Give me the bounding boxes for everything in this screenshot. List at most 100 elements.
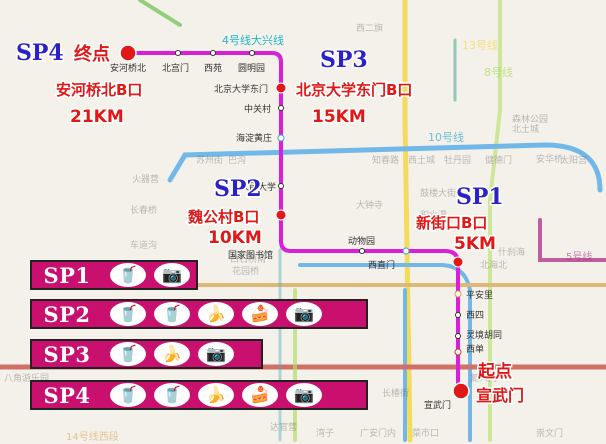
station-dot xyxy=(455,312,461,318)
bg-station: 火器营 xyxy=(132,173,159,185)
bg-station: 白石桥南 xyxy=(230,253,266,265)
cake-icon: 🍰 xyxy=(242,302,278,326)
cake-icon: 🍰 xyxy=(242,383,278,407)
start-point-label: 起点 xyxy=(477,361,512,382)
bg-station: 复兴门 xyxy=(470,372,497,384)
station-dongwuyuan: 动物园 xyxy=(348,235,375,247)
route-stations xyxy=(175,50,462,356)
sp2-station-label: 魏公村B口 xyxy=(187,208,259,226)
end-point-label: 终点 xyxy=(74,43,110,65)
bg-station: 湾子 xyxy=(316,427,334,439)
station-dot xyxy=(278,105,284,111)
bg-station: 达官营 xyxy=(270,421,297,433)
legend-label: SP4 xyxy=(43,382,91,408)
markers xyxy=(119,44,470,400)
station-beida: 北京大学东门 xyxy=(214,83,268,95)
end-point-marker xyxy=(119,44,137,62)
sp4-distance-label: 21KM xyxy=(70,107,124,127)
bg-station: 巴沟 xyxy=(228,154,246,166)
station-dot xyxy=(210,50,216,56)
bg-station: 什刹海 xyxy=(498,246,525,258)
station-xisi: 西四 xyxy=(466,310,484,321)
station-zhongguancun: 中关村 xyxy=(244,103,271,115)
station-dot xyxy=(278,183,284,189)
legend-row-sp1: SP1 🥤 📷 xyxy=(30,260,198,290)
camera-icon: 📷 xyxy=(198,342,234,366)
line-label: 8号线 xyxy=(484,65,513,79)
water-bottle-icon: 🥤 xyxy=(154,302,190,326)
line-label: 13号线 xyxy=(462,38,498,52)
station-dot xyxy=(175,50,181,56)
bg-station: 安华桥 xyxy=(536,153,563,165)
route-station-names: 4号线大兴线 安河桥北 北宫门 西苑 圆明园 北京大学东门 中关村 海淀黄庄 人… xyxy=(110,33,502,411)
station-dot xyxy=(454,290,462,298)
station-haidian: 海淀黄庄 xyxy=(236,132,272,144)
line-4-label: 4号线大兴线 xyxy=(222,33,284,47)
legend-row-sp4: SP4 🥤 🥤 🍌 🍰 📷 xyxy=(30,380,368,410)
bg-station: 北土城 xyxy=(512,123,539,135)
station-dot xyxy=(402,247,410,255)
banana-icon: 🍌 xyxy=(154,342,190,366)
sp4-station-label: 安河桥北B口 xyxy=(56,81,142,99)
legend-row-sp3: SP3 🥤 🍌 📷 xyxy=(30,339,263,369)
camera-icon: 📷 xyxy=(154,263,190,287)
bg-station: 太阳宫 xyxy=(560,154,587,166)
line-10 xyxy=(167,142,603,193)
bg-station: 牡丹园 xyxy=(444,154,471,166)
sp2-label: SP2 xyxy=(214,176,262,202)
station-dot xyxy=(454,348,462,356)
point-labels: SP4 终点 安河桥北B口 21KM SP3 北京大学东门B口 15KM SP2… xyxy=(15,39,526,407)
sp3-marker xyxy=(275,82,287,94)
station-guotu: 国家图书馆 xyxy=(228,249,273,261)
station-renmin: 人民大学 xyxy=(240,181,276,193)
sp4-label: SP4 xyxy=(16,40,64,66)
route xyxy=(126,51,460,394)
bg-station: 苏州街 xyxy=(196,154,223,166)
station-lingjing: 灵境胡同 xyxy=(466,329,502,341)
line-8 xyxy=(488,0,502,442)
sp2-marker xyxy=(275,209,287,221)
sp1-station-label: 新街口B口 xyxy=(416,214,487,232)
station-dot xyxy=(359,248,365,254)
camera-icon: 📷 xyxy=(286,383,322,407)
station-yuanmingyuan: 圆明园 xyxy=(238,63,265,74)
bg-station: 积水潭 xyxy=(420,209,447,221)
camera-icon: 📷 xyxy=(286,302,322,326)
legend-label: SP1 xyxy=(43,262,91,288)
bg-station: 知春路 xyxy=(372,154,399,166)
bg-station: 鼓楼大街 xyxy=(420,187,456,199)
start-point-marker xyxy=(452,382,470,400)
sp3-distance-label: 15KM xyxy=(312,107,366,127)
water-bottle-icon: 🥤 xyxy=(154,383,190,407)
sp1-label: SP1 xyxy=(456,184,504,210)
water-bottle-icon: 🥤 xyxy=(110,302,146,326)
sp2-distance-label: 10KM xyxy=(208,228,262,248)
bg-station: 花园桥 xyxy=(232,265,259,277)
bg-station: 崇文门 xyxy=(536,427,563,439)
line-label: 14号线西段 xyxy=(66,430,119,443)
station-dot xyxy=(249,50,255,56)
bg-station: 长椿街 xyxy=(382,387,409,399)
water-bottle-icon: 🥤 xyxy=(110,383,146,407)
bg-station: 西土城 xyxy=(408,154,435,166)
sp1-distance-label: 5KM xyxy=(454,234,496,254)
legend-label: SP2 xyxy=(43,301,91,327)
line-2 xyxy=(298,263,472,442)
line-5 xyxy=(538,218,606,262)
station-xidan: 西单 xyxy=(466,343,484,355)
line-16 xyxy=(138,0,182,27)
station-xiyuan: 西苑 xyxy=(204,62,222,74)
bg-station: 森林公园 xyxy=(512,113,548,125)
route-line xyxy=(126,51,460,394)
station-xuanwumen: 宣武门 xyxy=(424,399,451,411)
sp3-station-label: 北京大学东门B口 xyxy=(296,81,412,99)
station-pinganli: 平安里 xyxy=(466,289,493,301)
banana-icon: 🍌 xyxy=(198,302,234,326)
start-station-label: 宣武门 xyxy=(476,386,524,405)
legend-row-sp2: SP2 🥤 🥤 🍌 🍰 📷 xyxy=(30,299,368,329)
line-label: 10号线 xyxy=(428,130,464,144)
bg-station: 健德门 xyxy=(485,154,512,166)
